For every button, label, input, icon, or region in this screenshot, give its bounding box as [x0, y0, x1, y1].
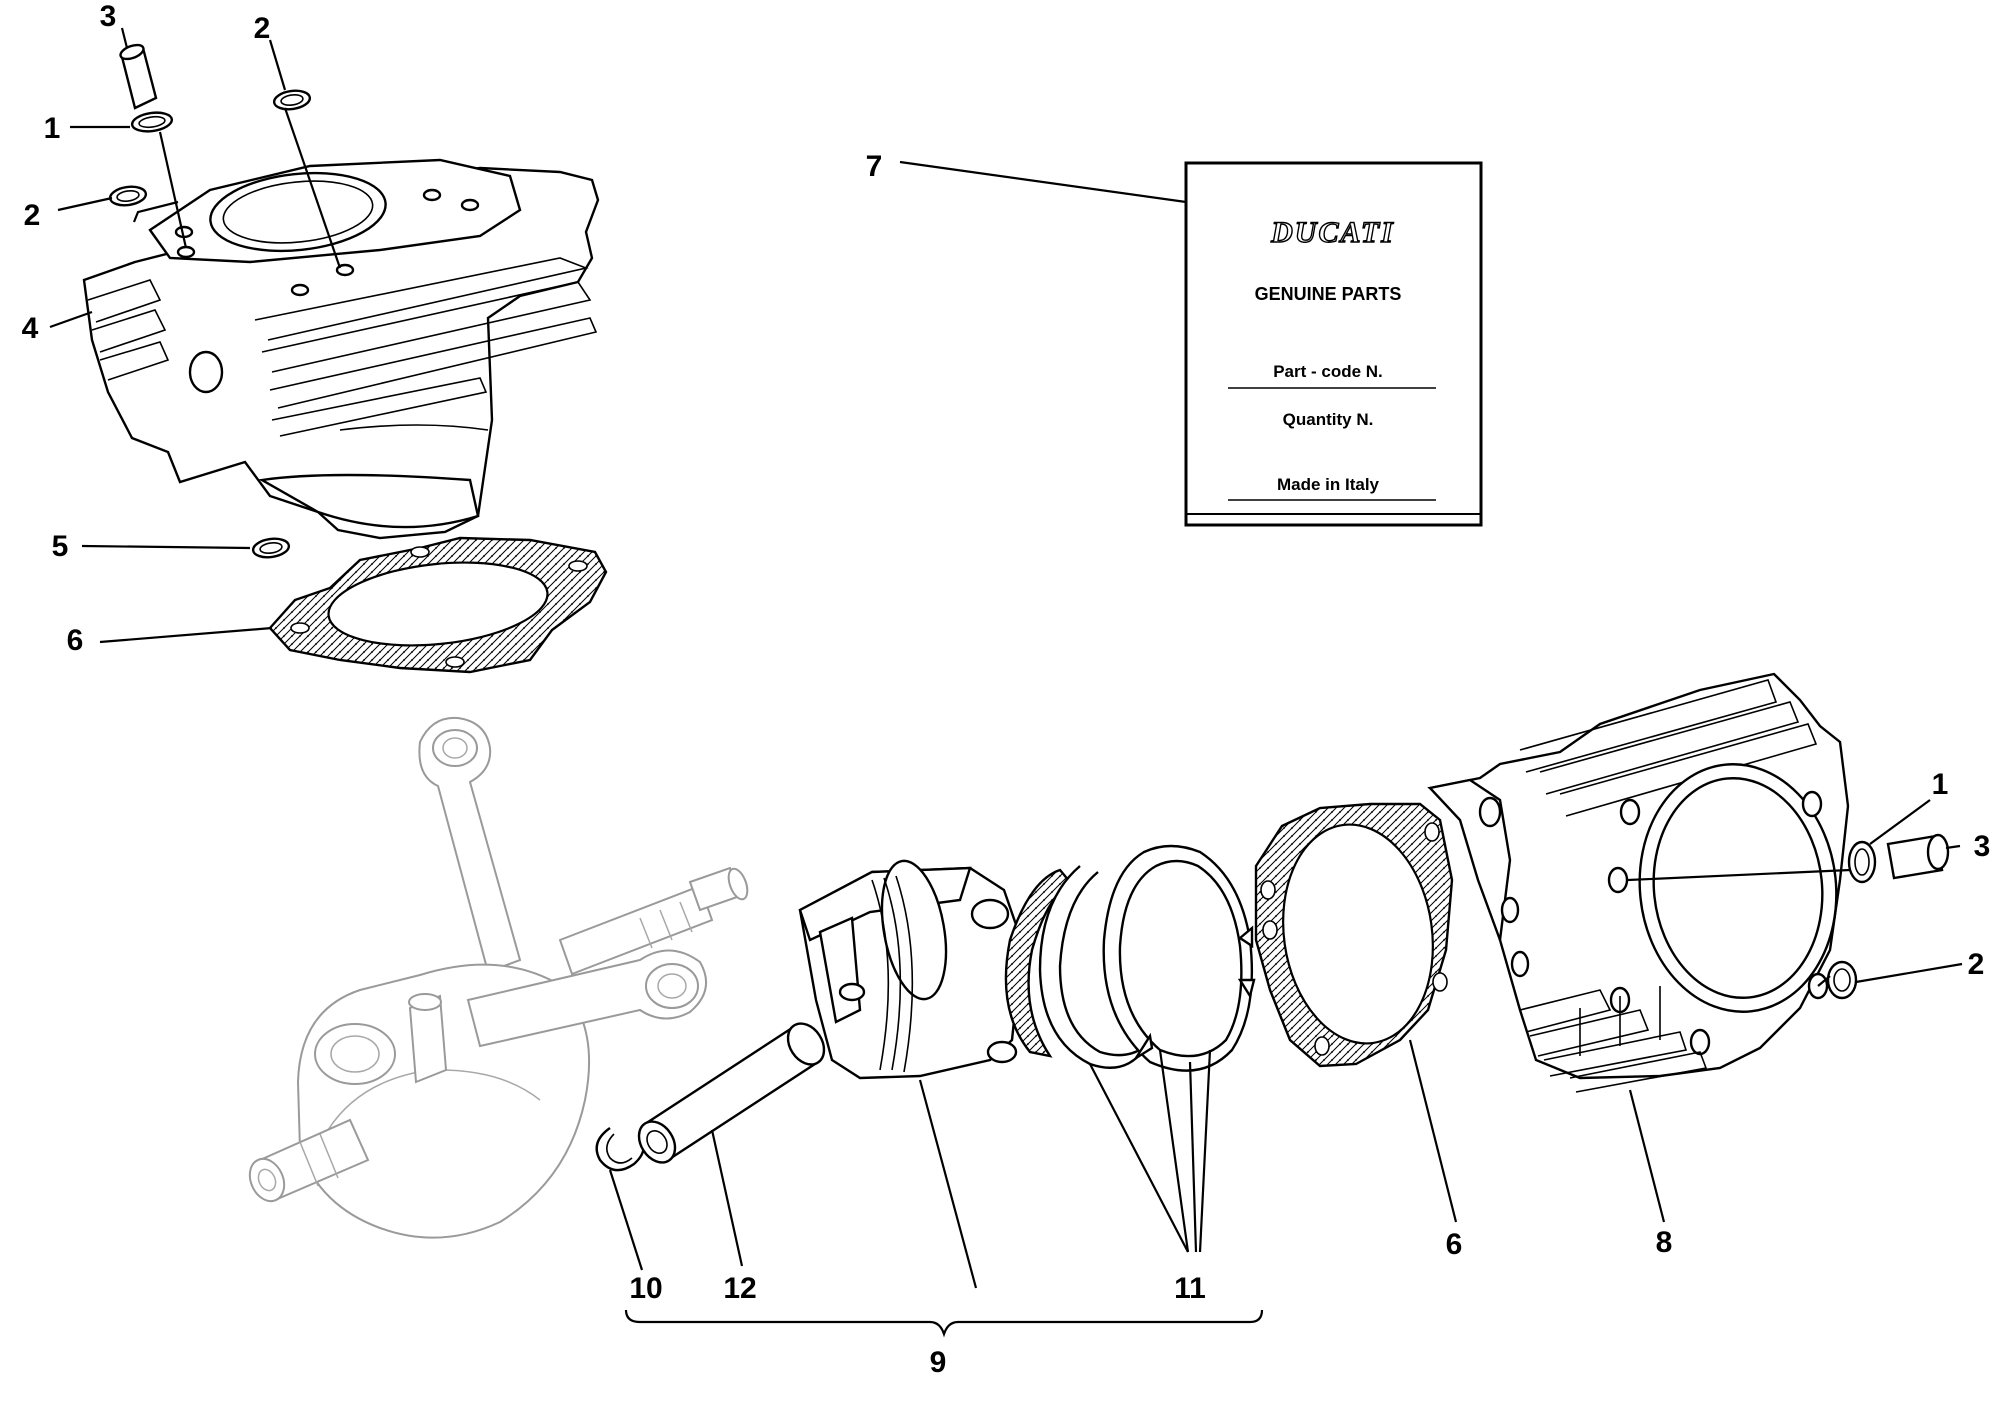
label-brand: DUCATI	[1270, 216, 1395, 249]
label-heading: GENUINE PARTS	[1255, 284, 1402, 304]
callout-7: 7	[866, 150, 883, 183]
callout-2-right: 2	[1968, 948, 1985, 981]
circlip	[595, 1127, 646, 1172]
callout-12: 12	[723, 1272, 756, 1305]
callout-10: 10	[629, 1272, 662, 1305]
callout-8: 8	[1656, 1226, 1673, 1259]
o-ring-top-2	[272, 89, 312, 111]
callout-6-bottom: 6	[1446, 1228, 1463, 1261]
callout-5: 5	[52, 530, 69, 563]
callout-2-left: 2	[24, 199, 41, 232]
o-ring-right-2	[1826, 960, 1858, 1000]
base-gasket-bottom	[1254, 802, 1454, 1068]
label-part-code: Part - code N.	[1273, 362, 1383, 381]
piston	[798, 859, 1024, 1080]
o-ring-top-1	[130, 111, 174, 133]
piston-pin	[637, 1022, 826, 1164]
callout-1-top: 1	[44, 112, 61, 145]
callout-3-top: 3	[100, 0, 117, 33]
crankshaft-ghost	[248, 716, 749, 1239]
callout-labels: 3 2 1 2 4 5 6 7 1 3 2 6 8 10 12 11 9	[22, 0, 1991, 1379]
dowel-sleeve-top	[119, 43, 158, 110]
label-origin: Made in Italy	[1277, 475, 1380, 494]
callout-1-right: 1	[1932, 768, 1949, 801]
leader-lines	[49, 27, 1963, 1338]
callout-6-left: 6	[67, 624, 84, 657]
callout-11: 11	[1174, 1272, 1206, 1305]
o-ring-left-2	[108, 185, 148, 207]
cylinder-right	[1427, 672, 1850, 1093]
o-ring-5	[251, 537, 291, 559]
callout-9-group: 9	[930, 1346, 947, 1379]
genuine-parts-label: DUCATI GENUINE PARTS Part - code N. Quan…	[1184, 161, 1483, 527]
callout-4: 4	[22, 312, 39, 345]
base-gasket-top	[268, 536, 608, 674]
piston-rings	[1004, 844, 1256, 1072]
label-quantity: Quantity N.	[1283, 410, 1374, 429]
o-ring-right-1	[1847, 840, 1877, 884]
callout-2-top: 2	[254, 12, 271, 45]
top-cylinder-group	[82, 43, 608, 674]
dowel-sleeve-right	[1886, 833, 1950, 880]
cylinder-top	[82, 158, 600, 540]
callout-3-right: 3	[1974, 830, 1991, 863]
